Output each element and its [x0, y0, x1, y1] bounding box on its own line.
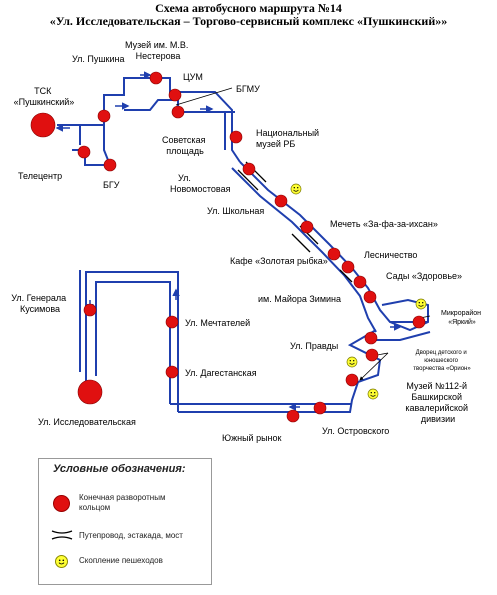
leader-line — [359, 352, 389, 381]
stop-mechtateley — [165, 315, 179, 329]
legend-item-pedestrians-line1: Скопление пешеходов — [79, 556, 163, 565]
label-tsk: ТСК «Пушкинский» — [14, 86, 75, 107]
label-telecenter: Телецентр — [18, 171, 62, 181]
diagram-title: Схема автобусного маршрута №14 «Ул. Иссл… — [0, 2, 497, 28]
stop-kusimova — [83, 303, 97, 317]
legend-item-bridge-line1: Путепровод, эстакада, мост — [79, 531, 183, 540]
label-rybka: Кафе «Золотая рыбка» — [230, 256, 328, 266]
pedestrian-smiley-icon — [415, 298, 427, 310]
pedestrian-smiley-icon — [367, 388, 379, 400]
label-mechtateley: Ул. Мечтателей — [185, 318, 250, 328]
label-zimina: им. Майора Зимина — [258, 294, 341, 304]
route-segment — [178, 329, 382, 413]
label-issled: Ул. Исследовательская — [38, 417, 136, 427]
label-museum112: Музей №112-й Башкирской кавалерийской ди… — [405, 381, 470, 424]
legend-item-bridge: Путепровод, эстакада, мост — [79, 531, 183, 541]
terminal-stop-issled — [77, 379, 103, 405]
label-shkolnaya: Ул. Школьная — [207, 206, 264, 216]
pedestrian-crowds — [290, 183, 427, 400]
route-segment — [372, 331, 431, 341]
label-lesnichestvo: Лесничество — [364, 250, 417, 260]
label-natmuseum: Национальный музей РБ — [256, 128, 322, 149]
route-segment — [178, 111, 226, 150]
route-segment — [57, 77, 156, 126]
legend: Условные обозначения: Конечная разворотн… — [38, 458, 212, 585]
route-segment — [72, 125, 112, 166]
label-pushkina: Ул. Пушкина — [72, 54, 125, 64]
stop-nesterov — [149, 71, 163, 85]
label-novomostovaya: Ул. Новомостовая — [170, 173, 231, 194]
label-rynok: Южный рынок — [222, 433, 282, 443]
stop-rybka — [327, 247, 341, 261]
legend-title: Условные обозначения: — [53, 463, 186, 475]
bridge-icon — [291, 233, 311, 253]
stop-sovetskaya — [171, 105, 185, 119]
terminal-stop-icon — [53, 495, 70, 512]
stop-lesnichestvo — [341, 260, 355, 274]
stop-zimina — [363, 290, 377, 304]
stop-natmuseum — [229, 130, 243, 144]
label-ostrovskogo: Ул. Островского — [322, 426, 389, 436]
stop-dagestanskaya — [165, 365, 179, 379]
stop-ostrovskogo — [313, 401, 327, 415]
stop-pushkina — [97, 109, 111, 123]
title-line-1: Схема автобусного маршрута №14 — [155, 1, 342, 15]
label-mosque: Мечеть «За-фа-за-ихсан» — [330, 219, 438, 229]
stop-shkolnaya — [274, 194, 288, 208]
label-bgmu: БГМУ — [236, 84, 260, 94]
pedestrian-smiley-icon — [55, 555, 68, 568]
stop-bgu — [103, 158, 117, 172]
bridge-icon — [339, 269, 353, 283]
terminal-stop-tsk — [30, 112, 56, 138]
stop-telecenter — [77, 145, 91, 159]
title-line-2: «Ул. Исследовательская – Торгово-сервисн… — [49, 14, 448, 28]
route-lines — [57, 77, 431, 413]
label-orion: Дворец детского и юношеского творчества … — [413, 350, 471, 372]
label-kusimova: Ул. Генерала Кусимова — [11, 293, 68, 314]
label-leaders — [175, 87, 431, 381]
bridge-icon — [237, 169, 259, 191]
label-sovetskaya: Советская площадь — [162, 135, 208, 156]
stop-mosque — [300, 220, 314, 234]
stop-yarkiy — [412, 315, 426, 329]
stop-labels: ТСК «Пушкинский» Ул. Пушкина Музей им. М… — [11, 40, 483, 443]
legend-item-terminal: Конечная разворотным кольцом — [79, 493, 165, 513]
direction-arrows — [55, 71, 402, 411]
label-dagestanskaya: Ул. Дагестанская — [185, 368, 257, 378]
pedestrian-smiley-icon — [290, 183, 302, 195]
leader-line — [175, 87, 233, 106]
route-segment — [156, 77, 198, 93]
stop-novomostovaya — [242, 162, 256, 176]
stops-layer — [30, 71, 426, 423]
stop-museum112 — [345, 373, 359, 387]
label-nesterov: Музей им. М.В. Нестерова — [125, 40, 191, 61]
route-segment — [198, 91, 241, 163]
bridge-icon — [51, 530, 73, 540]
stop-tsum — [168, 88, 182, 102]
label-pravdy: Ул. Правды — [290, 341, 338, 351]
label-yarkiy: Микрорайон «Яркий» — [441, 309, 483, 326]
label-zdorovye: Сады «Здоровье» — [386, 271, 462, 281]
stop-zdorovye — [353, 275, 367, 289]
label-bgu: БГУ — [103, 180, 120, 190]
stop-orion-1 — [364, 331, 378, 345]
legend-item-terminal-line2: кольцом — [79, 503, 111, 512]
route-segment — [381, 298, 429, 332]
route-segment — [57, 124, 81, 145]
route-segment — [95, 281, 171, 404]
route-segment — [231, 167, 377, 333]
legend-item-pedestrians: Скопление пешеходов — [79, 556, 163, 566]
pedestrian-smiley-icon — [346, 356, 358, 368]
stop-orion-2 — [365, 348, 379, 362]
legend-item-terminal-line1: Конечная разворотным — [79, 493, 166, 502]
label-tsum: ЦУМ — [183, 72, 203, 82]
stop-rynok — [286, 409, 300, 423]
route-segment — [85, 271, 179, 412]
